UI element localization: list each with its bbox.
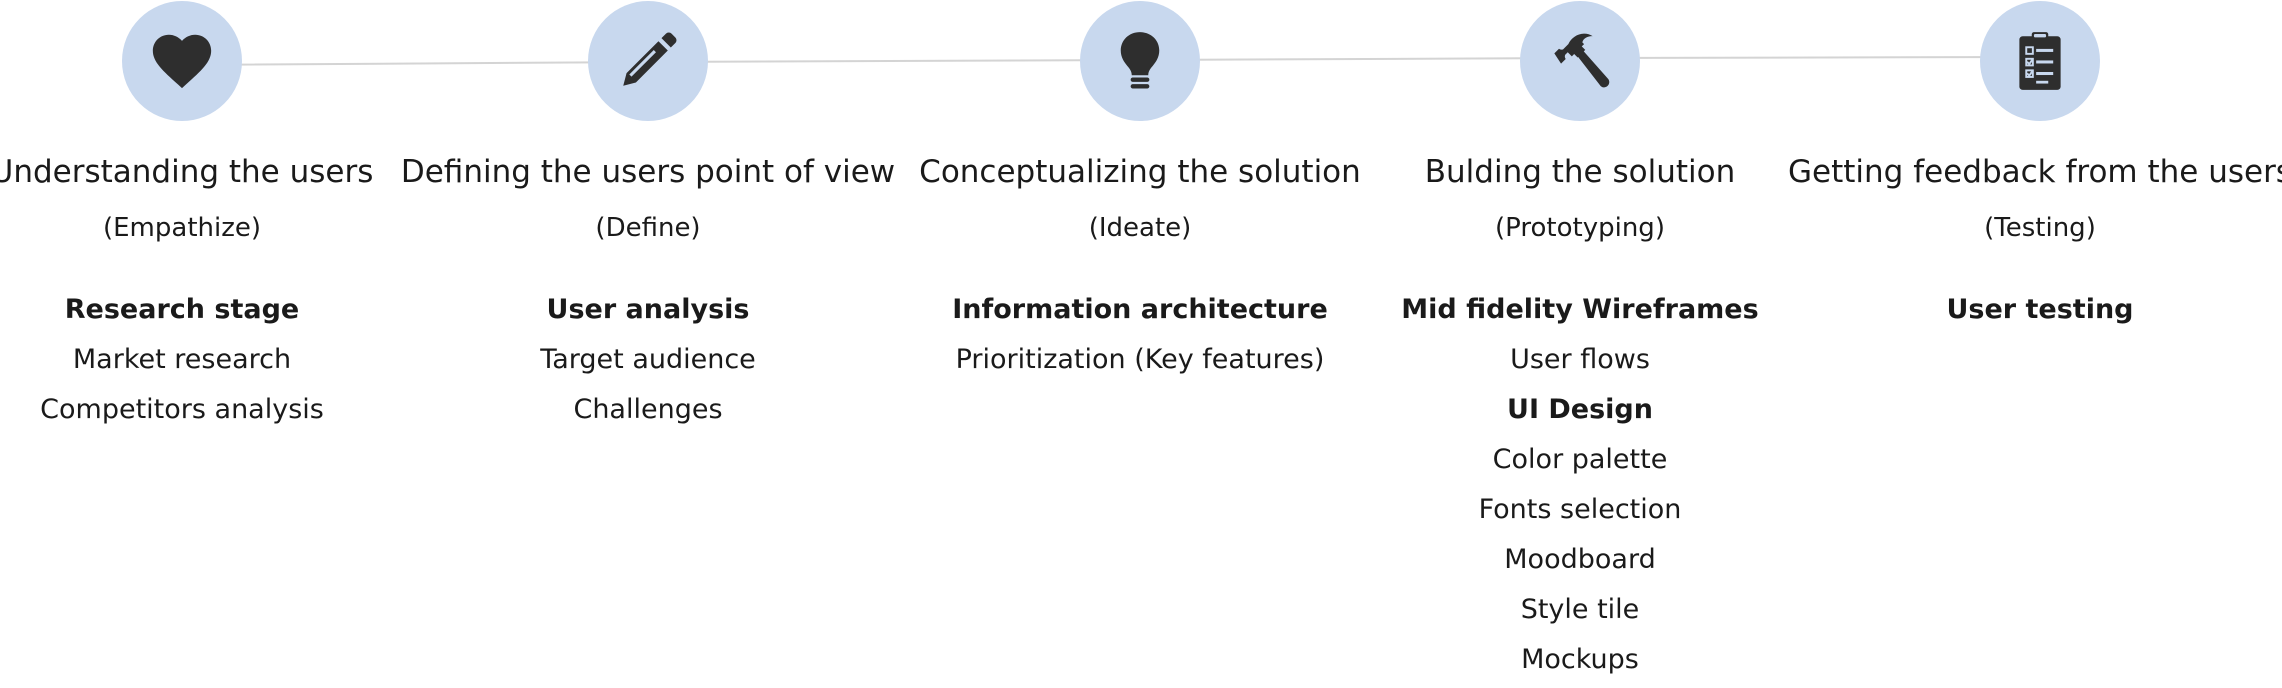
stage-icon-circle (1080, 1, 1200, 121)
stage-item: Moodboard (1504, 544, 1656, 575)
stage-item: User analysis (546, 294, 750, 325)
lightbulb-icon (1120, 32, 1160, 89)
stage-item: User flows (1510, 344, 1650, 375)
stage-items-list: Mid fidelity Wireframes User flows UI De… (1280, 288, 1880, 688)
stage-item: Style tile (1520, 594, 1640, 625)
stage-title: Conceptualizing the solution (919, 154, 1361, 190)
stage-items-list: User analysis Target audience Challenges (348, 288, 948, 438)
stage-items-list: Information architecture Prioritization … (840, 288, 1440, 388)
stage-subtitle: (Testing) (1984, 213, 2096, 243)
stage-item: Fonts selection (1478, 494, 1682, 525)
stage-title: Bulding the solution (1424, 154, 1736, 190)
heart-icon (152, 34, 212, 89)
stage-item: Prioritization (Key features) (955, 344, 1325, 375)
stage-item: Research stage (64, 294, 300, 325)
stage-item: Competitors analysis (40, 394, 324, 425)
stage-item: Challenges (573, 394, 723, 425)
stage-item: Information architecture (952, 294, 1328, 325)
stage-item: User testing (1946, 294, 2134, 325)
stage-item: Mid fidelity Wireframes (1401, 294, 1759, 325)
stage-subtitle: (Ideate) (1088, 213, 1192, 243)
stage-item: Color palette (1492, 444, 1668, 475)
stage-subtitle: (Empathize) (102, 213, 262, 243)
stage-item: UI Design (1507, 394, 1653, 425)
clipboard-checklist-icon (2019, 32, 2061, 90)
stage-title: Getting feedback from the users (1788, 154, 2282, 190)
stage-subtitle: (Define) (595, 213, 701, 243)
stage-item: Mockups (1521, 644, 1639, 675)
stage-items-list: Research stage Market research Competito… (0, 288, 482, 438)
stage-title: Understanding the users (0, 154, 374, 190)
hammer-icon (1554, 33, 1610, 88)
stage-items-list: User testing (1740, 288, 2282, 338)
stage-title: Defining the users point of view (400, 154, 896, 190)
stage-icon-circle (122, 1, 242, 121)
pencil-icon (623, 32, 677, 86)
stage-item: Market research (72, 344, 292, 375)
stage-icon-circle (1980, 1, 2100, 121)
stage-icon-circle (588, 1, 708, 121)
stage-item: Target audience (540, 344, 756, 375)
stage-icon-circle (1520, 1, 1640, 121)
stage-subtitle: (Prototyping) (1495, 213, 1665, 243)
